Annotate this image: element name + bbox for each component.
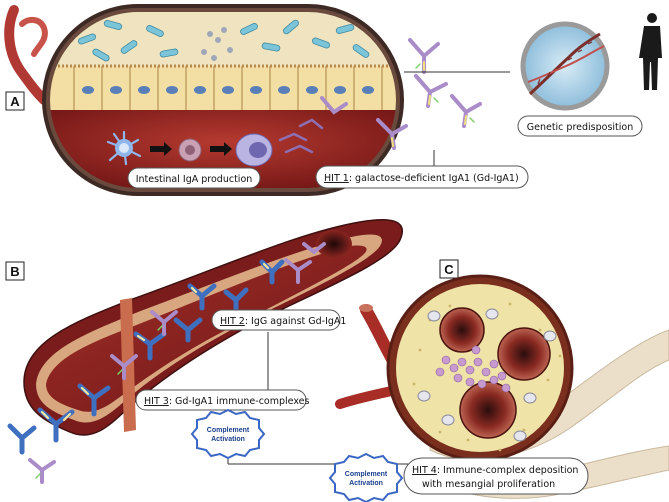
intestinal-wall-capsule [42, 4, 404, 196]
panel-a-letter: A [5, 91, 25, 111]
svg-text:Activation: Activation [349, 480, 383, 487]
svg-text:B: B [10, 264, 19, 279]
panel-c: C [328, 259, 669, 502]
complement-starburst-icon-c: Complement Activation [328, 452, 404, 502]
panel-b: B [5, 219, 408, 484]
genetic-predisposition-label: Genetic predisposition [517, 115, 643, 137]
svg-text:Complement: Complement [345, 471, 388, 478]
hit4-label: HIT 4: Immune-complex deposition with me… [403, 457, 589, 495]
svg-text:HIT 1: galactose-deficient IgA: HIT 1: galactose-deficient IgA1 (Gd-IgA1… [324, 173, 519, 184]
svg-text:Genetic predisposition: Genetic predisposition [527, 122, 634, 133]
intestine-icon [4, 5, 49, 105]
svg-text:Intestinal IgA production: Intestinal IgA production [136, 174, 253, 185]
glomerulus [386, 274, 574, 462]
svg-text:HIT 2: IgG against Gd-IgA1: HIT 2: IgG against Gd-IgA1 [220, 316, 346, 327]
svg-text:HIT 3: Gd-IgA1 immune-complexe: HIT 3: Gd-IgA1 immune-complexes [144, 396, 310, 407]
svg-text:Complement: Complement [207, 427, 250, 434]
human-silhouette-icon [639, 13, 662, 90]
panel-a: A Genetic predisposition Intestinal IgA … [4, 4, 662, 196]
panel-c-letter: C [439, 259, 459, 279]
plasma-cell-icon [235, 133, 273, 167]
hit3-label: HIT 3: Gd-IgA1 immune-complexes [135, 389, 310, 411]
dendritic-cell-icon [106, 130, 142, 166]
svg-text:Activation: Activation [211, 436, 245, 443]
intestinal-iga-label: Intestinal IgA production [127, 167, 261, 189]
hit2-label: HIT 2: IgG against Gd-IgA1 [211, 309, 346, 331]
complement-starburst-icon: Complement Activation [190, 408, 266, 460]
svg-text:with mesangial proliferation: with mesangial proliferation [422, 479, 555, 490]
panel-b-letter: B [5, 261, 25, 281]
svg-text:HIT 4: Immune-complex depositi: HIT 4: Immune-complex deposition [412, 465, 578, 476]
svg-text:C: C [444, 262, 454, 277]
hit1-label: HIT 1: galactose-deficient IgA1 (Gd-IgA1… [315, 165, 529, 189]
antibody-icon [320, 38, 482, 150]
dna-icon [520, 21, 610, 111]
svg-text:A: A [10, 94, 20, 109]
